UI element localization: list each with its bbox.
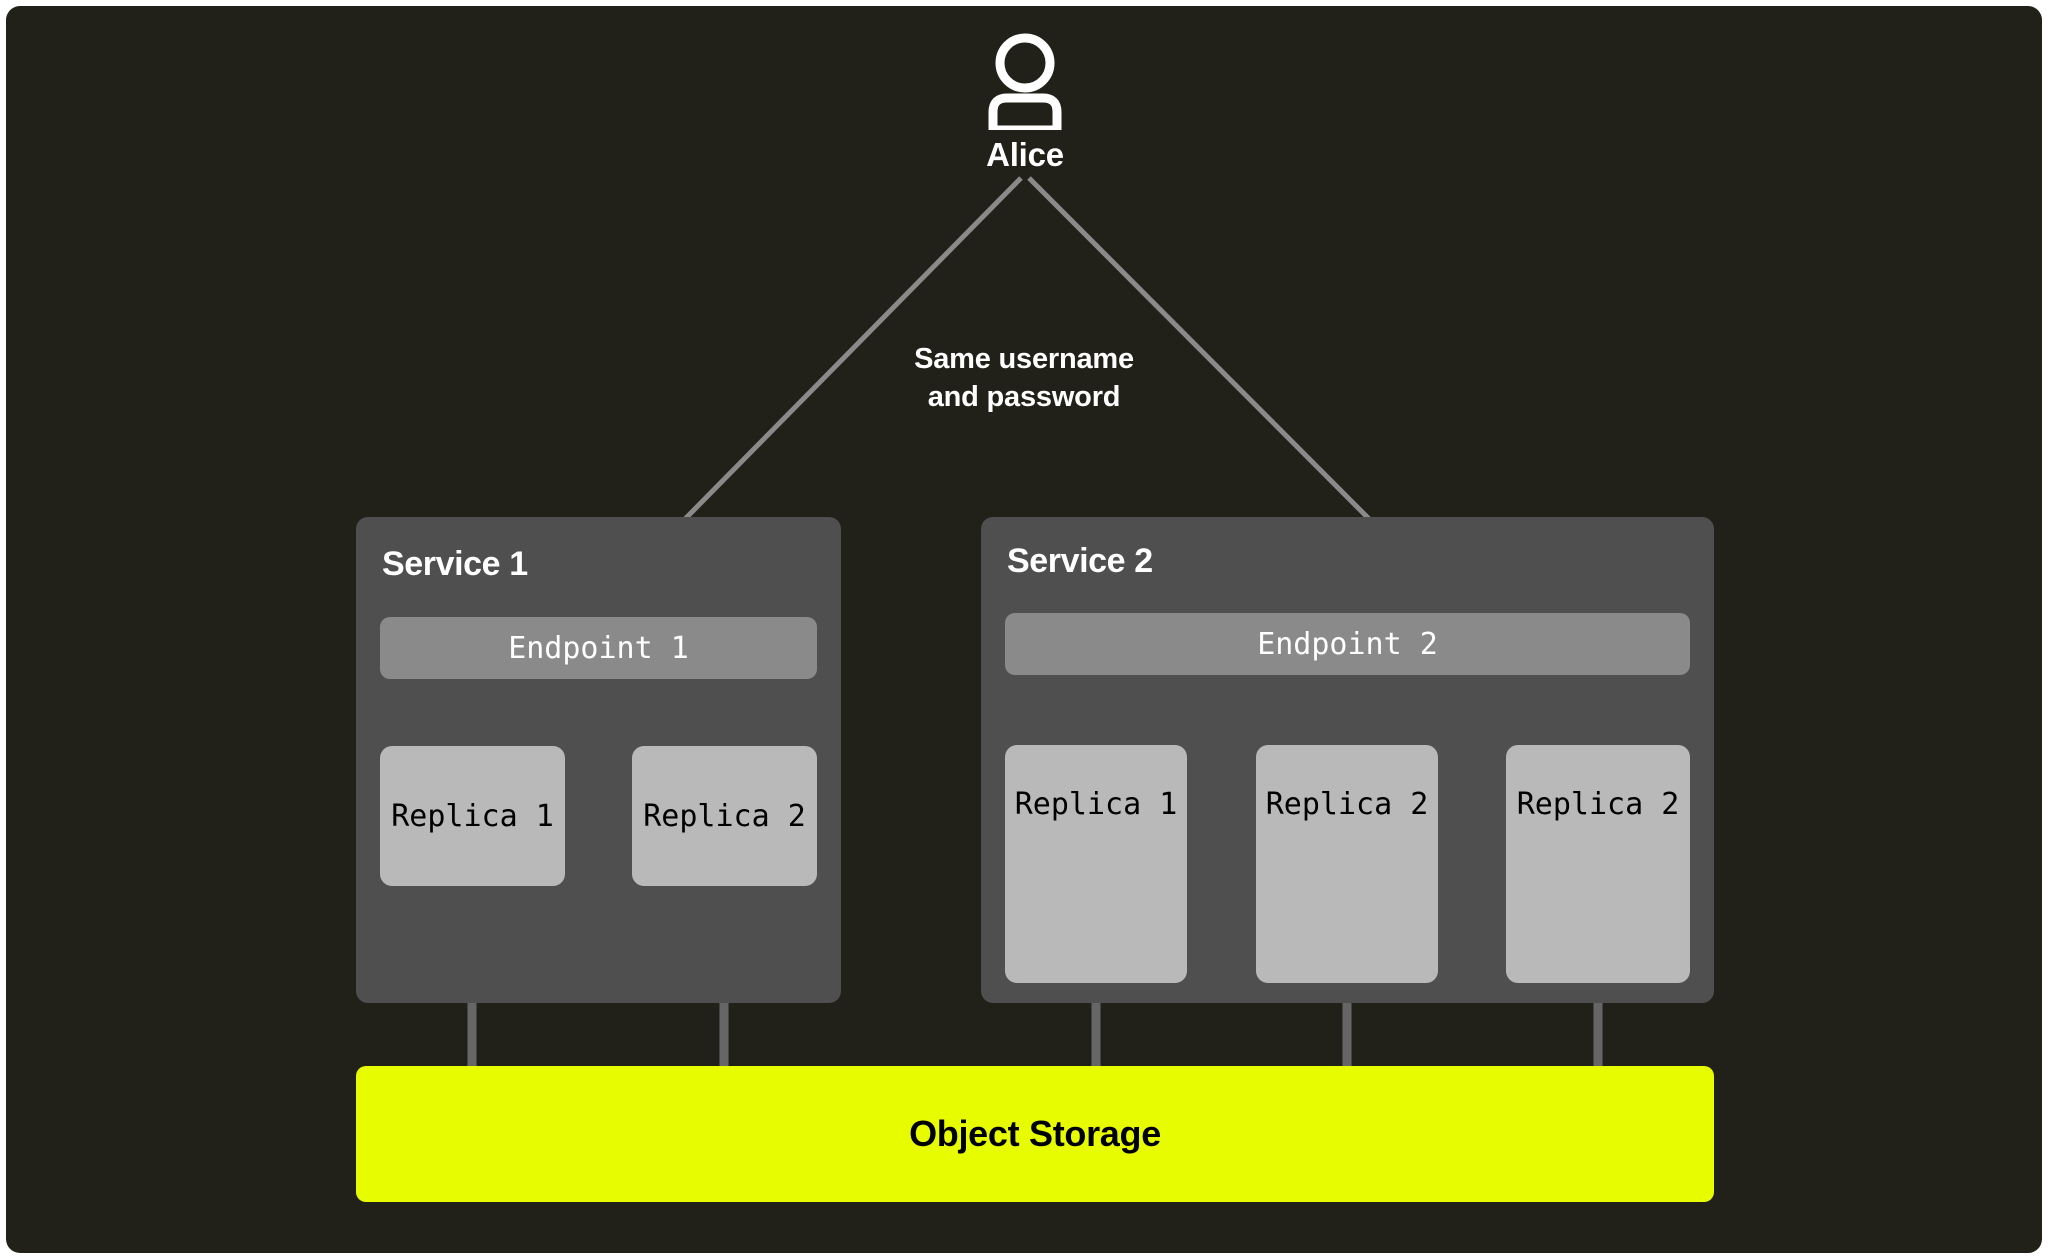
endpoint-2[interactable]: Endpoint 2 bbox=[1005, 613, 1690, 675]
service-2-replica-3[interactable]: Replica 2 bbox=[1506, 745, 1690, 983]
diagram-canvas: Alice Same username and password Service… bbox=[6, 6, 2042, 1253]
service-1-replica-2[interactable]: Replica 2 bbox=[632, 746, 817, 886]
service-1-replica-1[interactable]: Replica 1 bbox=[380, 746, 565, 886]
service-1-title: Service 1 bbox=[382, 545, 528, 583]
object-storage-bar[interactable]: Object Storage bbox=[356, 1066, 1714, 1202]
service-2-replica-1[interactable]: Replica 1 bbox=[1005, 745, 1187, 983]
flow-note: Same username and password bbox=[844, 340, 1204, 417]
service-panel-2[interactable]: Service 2 Endpoint 2 Replica 1 Replica 2… bbox=[981, 517, 1714, 1003]
service-panel-1[interactable]: Service 1 Endpoint 1 Replica 1 Replica 2 bbox=[356, 517, 841, 1003]
actor-name: Alice bbox=[986, 136, 1064, 173]
person-icon bbox=[988, 33, 1062, 130]
flow-note-line-1: Same username bbox=[914, 343, 1134, 375]
endpoint-1[interactable]: Endpoint 1 bbox=[380, 617, 817, 679]
actor-alice: Alice bbox=[950, 30, 1100, 174]
flow-note-line-2: and password bbox=[927, 381, 1121, 414]
service-2-replica-2[interactable]: Replica 2 bbox=[1256, 745, 1438, 983]
service-2-title: Service 2 bbox=[1007, 542, 1153, 580]
